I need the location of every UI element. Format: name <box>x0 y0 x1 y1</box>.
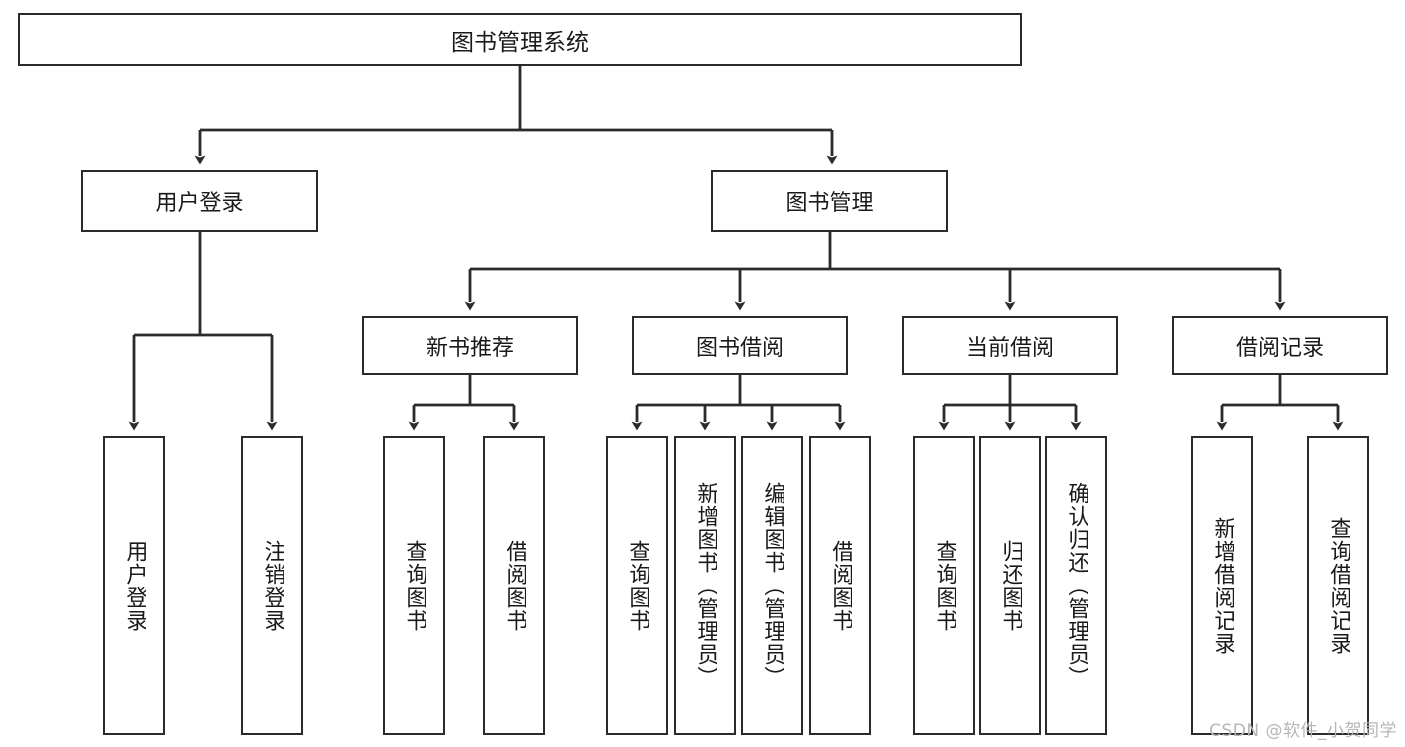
leaf-label: 新增借阅记录 <box>1210 516 1235 655</box>
leaf-new-book-2[interactable]: 借阅图书 <box>483 436 545 735</box>
leaf-current-borrow-1[interactable]: 查询图书 <box>913 436 975 735</box>
leaf-label: 注销登录 <box>260 539 285 632</box>
node-label: 借阅记录 <box>1235 335 1324 361</box>
leaf-label: 查询图书 <box>932 539 957 632</box>
leaf-label: 新增图书（管理员） <box>693 482 718 689</box>
node-book-borrow[interactable]: 图书借阅 <box>632 316 848 375</box>
leaf-current-borrow-3[interactable]: 确认归还（管理员） <box>1045 436 1107 735</box>
node-label: 图书借阅 <box>695 335 784 361</box>
leaf-book-borrow-3[interactable]: 编辑图书（管理员） <box>741 436 803 735</box>
leaf-label: 借阅图书 <box>828 539 853 632</box>
leaf-book-borrow-1[interactable]: 查询图书 <box>606 436 668 735</box>
leaf-label: 借阅图书 <box>502 539 527 632</box>
node-label: 图书管理系统 <box>451 29 589 56</box>
leaf-label: 确认归还（管理员） <box>1064 482 1089 689</box>
node-label: 当前借阅 <box>965 335 1054 361</box>
node-label: 新书推荐 <box>425 335 514 361</box>
leaf-current-borrow-2[interactable]: 归还图书 <box>979 436 1041 735</box>
leaf-book-borrow-2[interactable]: 新增图书（管理员） <box>674 436 736 735</box>
leaf-label: 编辑图书（管理员） <box>760 482 785 689</box>
node-new-book-recommend[interactable]: 新书推荐 <box>362 316 578 375</box>
node-borrow-record[interactable]: 借阅记录 <box>1172 316 1388 375</box>
leaf-label: 查询图书 <box>625 539 650 632</box>
node-user-login[interactable]: 用户登录 <box>81 170 318 232</box>
node-book-manage[interactable]: 图书管理 <box>711 170 948 232</box>
watermark-text: CSDN @软件_小贺同学 <box>1209 721 1397 741</box>
leaf-label: 归还图书 <box>998 539 1023 632</box>
leaf-new-book-1[interactable]: 查询图书 <box>383 436 445 735</box>
leaf-borrow-record-2[interactable]: 查询借阅记录 <box>1307 436 1369 735</box>
node-current-borrow[interactable]: 当前借阅 <box>902 316 1118 375</box>
leaf-user-login-2[interactable]: 注销登录 <box>241 436 303 735</box>
leaf-label: 查询借阅记录 <box>1326 516 1351 655</box>
leaf-label: 用户登录 <box>122 539 147 632</box>
node-label: 图书管理 <box>785 191 874 216</box>
leaf-user-login-1[interactable]: 用户登录 <box>103 436 165 735</box>
node-label: 用户登录 <box>155 191 244 216</box>
leaf-borrow-record-1[interactable]: 新增借阅记录 <box>1191 436 1253 735</box>
leaf-label: 查询图书 <box>402 539 427 632</box>
node-root-system[interactable]: 图书管理系统 <box>18 13 1022 66</box>
leaf-book-borrow-4[interactable]: 借阅图书 <box>809 436 871 735</box>
